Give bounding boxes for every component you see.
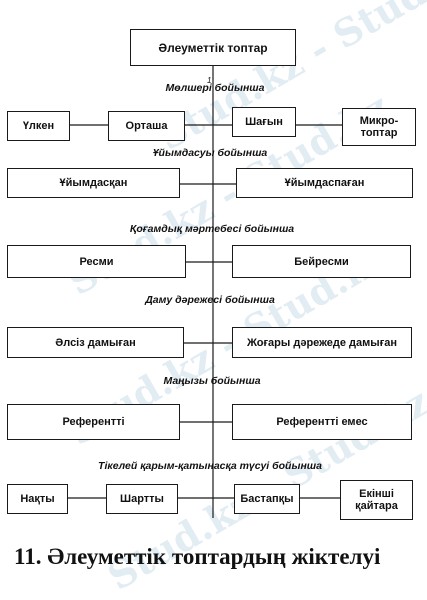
criterion-label: Тікелей қарым-қатынасқа түсуі бойынша <box>98 460 322 472</box>
figure-caption: 11. Әлеуметтік топтардың жіктелуі <box>14 544 381 569</box>
group-box: Шағын <box>232 107 296 137</box>
criterion-label: Даму дәрежесі бойынша <box>145 294 275 306</box>
group-box: Жоғары дәрежеде дамыған <box>232 327 412 358</box>
group-box: Шартты <box>106 484 178 514</box>
group-box: Референтті емес <box>232 404 412 440</box>
criterion-label: Қоғамдық мәртебесі бойынша <box>129 223 295 235</box>
criterion-label: Ұйымдасуы бойынша <box>152 147 268 159</box>
criterion-label: Маңызы бойынша <box>163 375 261 387</box>
group-box: Ұйымдаспаған <box>236 168 413 198</box>
criterion-label: Мөлшері бойынша <box>165 82 265 94</box>
group-box: Ресми <box>7 245 186 278</box>
group-box: Екінші қайтара <box>340 480 413 520</box>
group-box: Бейресми <box>232 245 411 278</box>
title-box: Әлеуметтік топтар <box>130 29 296 66</box>
group-box: Референтті <box>7 404 180 440</box>
group-box: Үлкен <box>7 111 70 141</box>
footnote-mark: 1 <box>207 76 212 85</box>
group-box: Әлсіз дамыған <box>7 327 184 358</box>
title-text: Әлеуметтік топтар <box>158 40 268 55</box>
group-box: Ұйымдасқан <box>7 168 180 198</box>
group-box: Микро-топтар <box>342 108 416 146</box>
group-box: Бастапқы <box>234 484 300 514</box>
group-box: Орташа <box>108 111 185 141</box>
group-box: Нақты <box>7 484 68 514</box>
